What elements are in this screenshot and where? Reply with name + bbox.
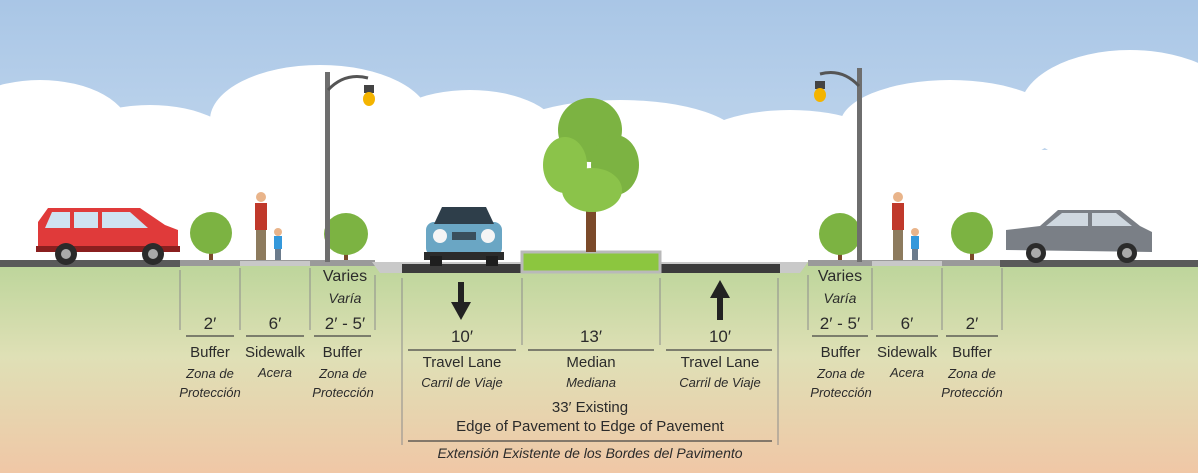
shrub-icon <box>190 212 232 260</box>
pedestrian-adult-icon <box>255 192 267 260</box>
gray-sedan-icon <box>1006 210 1152 263</box>
segment-label-es: Acera <box>258 365 292 380</box>
dimension-label: 10′ <box>450 327 474 346</box>
median-grass <box>520 250 662 274</box>
dimension-label: 2′ <box>965 314 979 333</box>
segment-label-es: Zona de Protección <box>179 366 241 400</box>
edge-of-pavement-label: Edge of Pavement to Edge of Pavement <box>456 418 724 435</box>
dimension-label: 13′ <box>579 327 603 346</box>
tree-icon <box>543 98 639 252</box>
varies-label-es: Varía <box>823 290 857 306</box>
edge-of-pavement-label-es: Extensión Existente de los Bordes del Pa… <box>437 445 743 461</box>
segment-label-es: Carril de Viaje <box>679 375 761 390</box>
down-arrow-icon <box>451 282 471 320</box>
dimension-label: 6′ <box>900 314 914 333</box>
dimension-label: 10′ <box>708 327 732 346</box>
pedestrian-child-icon <box>274 228 282 260</box>
road-profile <box>0 250 1198 274</box>
shrub-icon <box>951 212 993 260</box>
segment-label-es: Acera <box>890 365 924 380</box>
segment-label-en: Buffer <box>190 344 230 361</box>
ground <box>0 262 1198 473</box>
segment-label-en: Buffer <box>322 344 363 361</box>
travel-lane-left-pavement <box>402 264 522 273</box>
blue-mini-car-icon <box>424 207 504 266</box>
segment-label-en: Buffer <box>820 344 861 361</box>
segment-label-es: Zona de Protección <box>941 366 1003 400</box>
dimension-label: 2′ - 5′ <box>324 314 366 333</box>
pedestrian-adult-icon <box>892 192 904 260</box>
red-suv-icon <box>36 208 180 265</box>
shrub-icon <box>324 213 368 260</box>
segment-label-en: Median <box>566 354 616 371</box>
segment-label-es: Mediana <box>566 375 616 390</box>
segment-label-en: Sidewalk <box>244 344 306 361</box>
dimension-label: 2′ <box>203 314 217 333</box>
shrub-icon <box>819 213 861 260</box>
segment-label-en: Buffer <box>952 344 992 361</box>
existing-width-label: 33′ Existing <box>551 399 629 416</box>
segment-label-en: Travel Lane <box>422 354 502 371</box>
dimension-lines <box>186 335 998 442</box>
segment-dividers <box>179 268 1003 445</box>
segment-label-en: Sidewalk <box>876 344 938 361</box>
varies-label-es: Varía <box>328 290 362 306</box>
varies-label-en: Varies <box>322 268 368 285</box>
travel-lane-right-pavement <box>660 264 780 273</box>
up-arrow-icon <box>710 280 730 320</box>
segment-label-es: Carril de Viaje <box>421 375 503 390</box>
segment-label-es: Zona de Protección <box>312 366 374 400</box>
street-lamp-icon <box>814 68 862 262</box>
pedestrian-child-icon <box>911 228 919 260</box>
varies-label-en: Varies <box>817 268 863 285</box>
segment-label-es: Zona de Protección <box>810 366 872 400</box>
street-lamp-icon <box>325 72 375 262</box>
segment-label-en: Travel Lane <box>680 354 760 371</box>
dimension-label: 6′ <box>268 314 282 333</box>
dimension-label: 2′ - 5′ <box>819 314 861 333</box>
